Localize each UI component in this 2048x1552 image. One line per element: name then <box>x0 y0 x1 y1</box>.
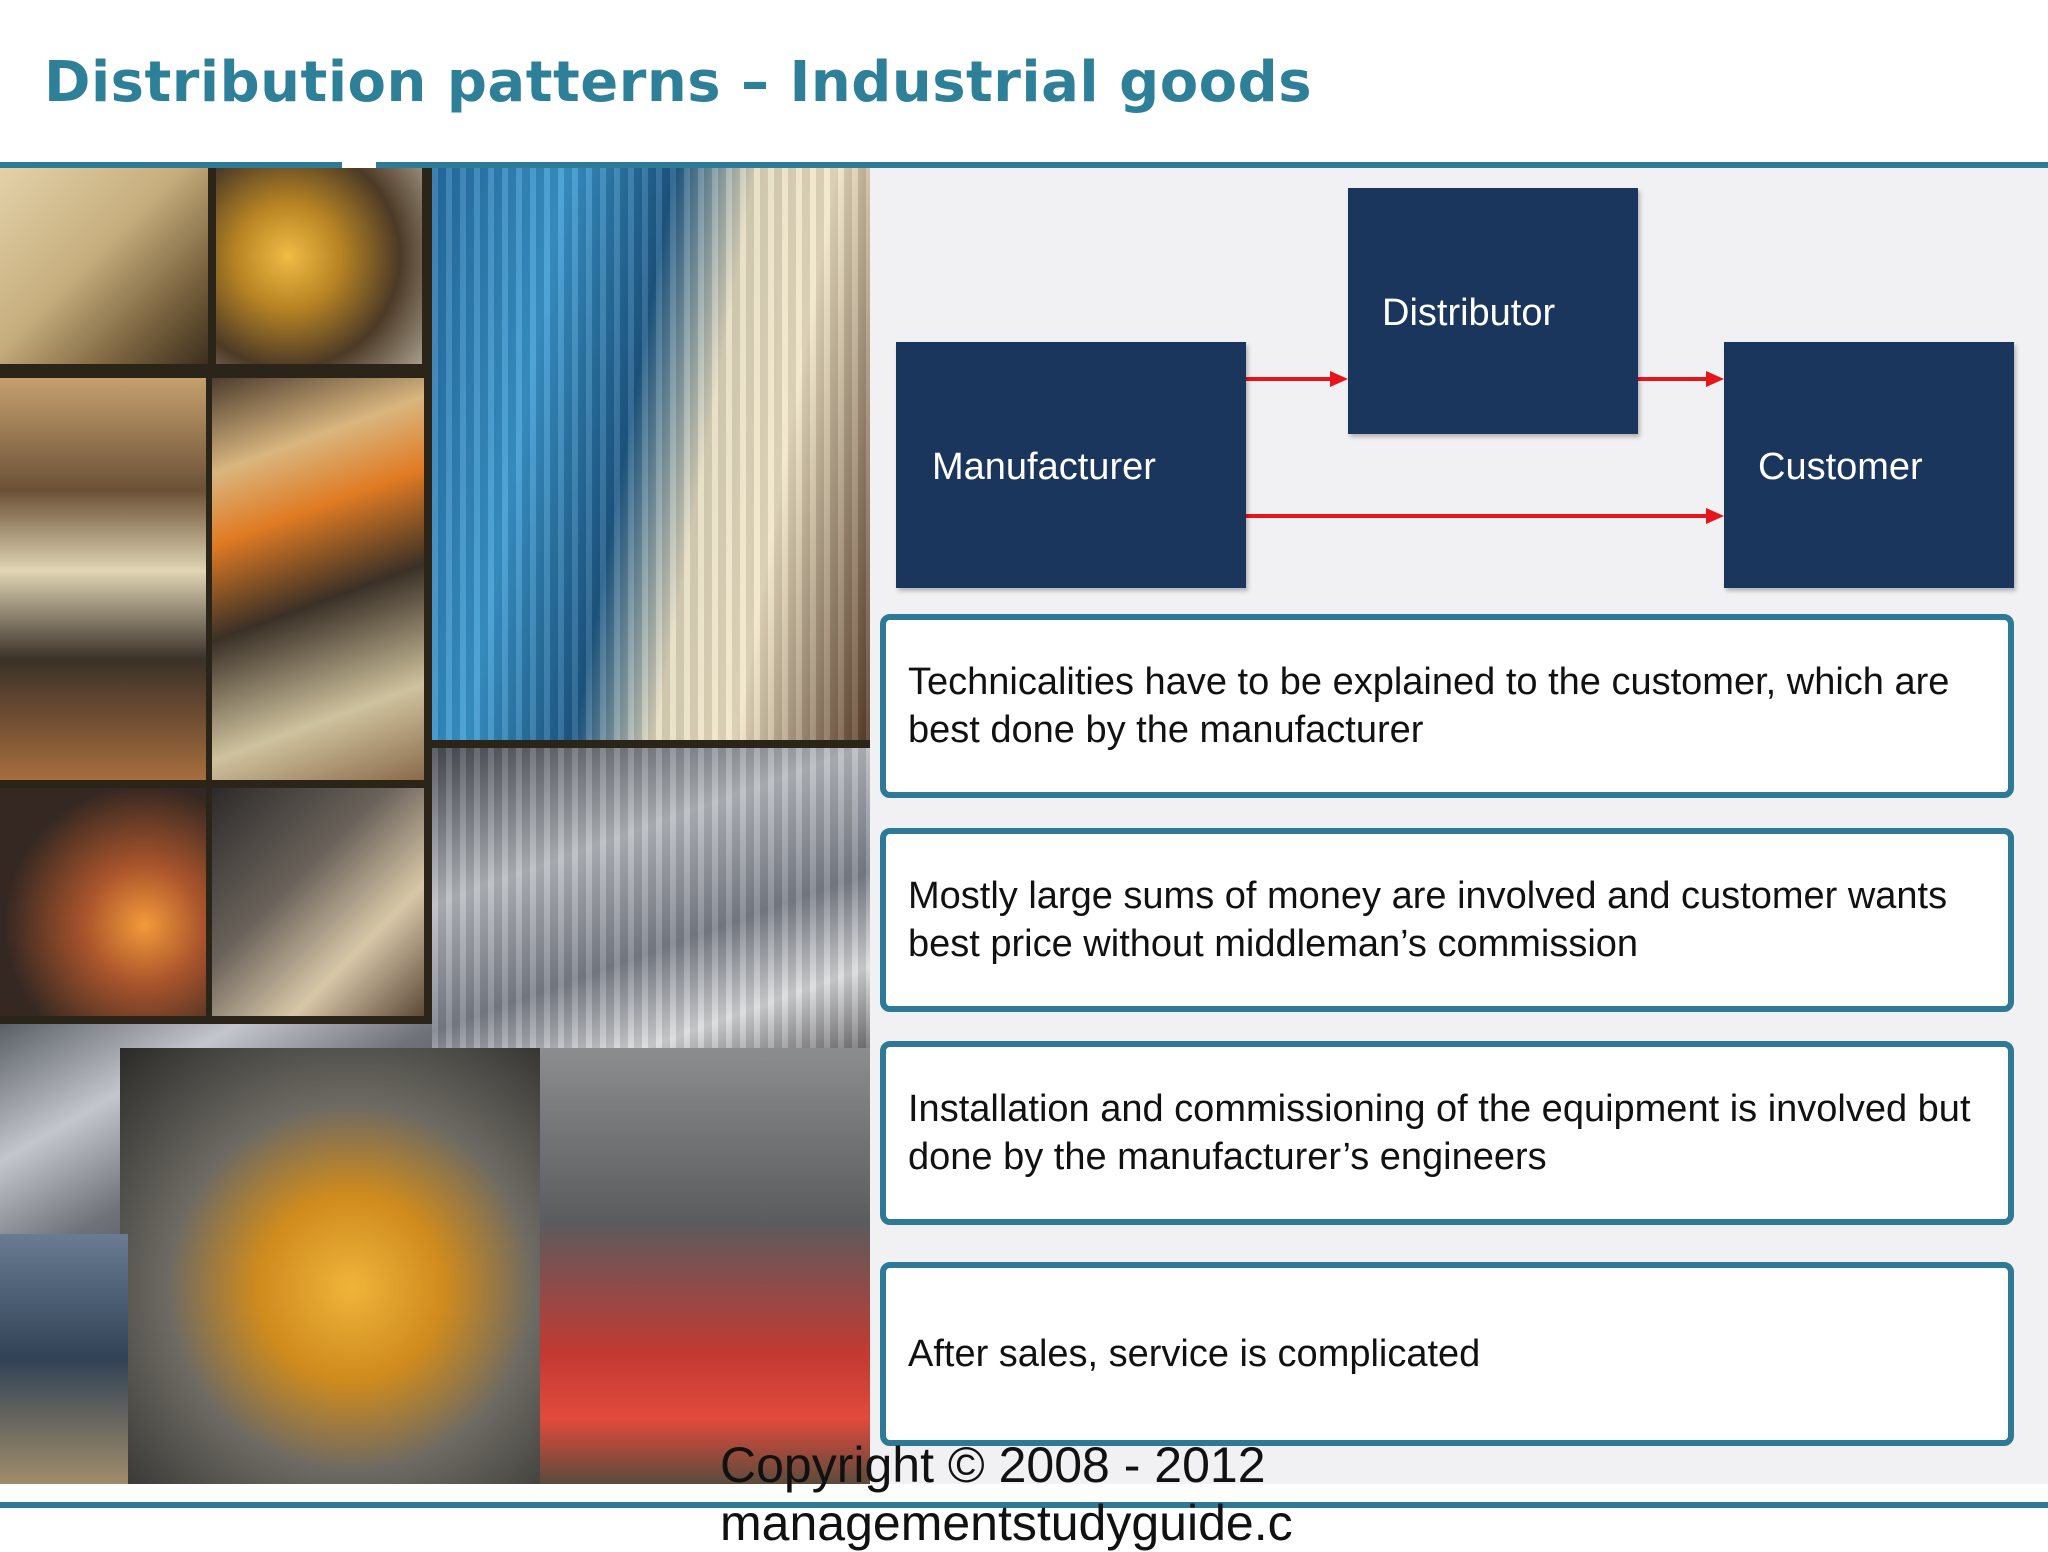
photo-machinery <box>216 168 422 364</box>
photo-yellow-valve <box>120 1048 540 1484</box>
point-box-after-sales: After sales, service is complicated <box>880 1262 2014 1446</box>
arrowhead-manufacturer-to-customer <box>1706 508 1724 524</box>
photo-workshop <box>212 378 424 780</box>
slide-title: Distribution patterns – Industrial goods <box>44 50 1313 115</box>
point-box-technicalities: Technicalities have to be explained to t… <box>880 614 2014 798</box>
copyright-notice: Copyright © 2008 - 2012 managementstudyg… <box>720 1437 1293 1551</box>
photo-tanks <box>0 168 208 364</box>
point-box-money: Mostly large sums of money are involved … <box>880 828 2014 1012</box>
node-customer-label: Customer <box>1758 446 1923 488</box>
node-manufacturer-label: Manufacturer <box>932 446 1156 488</box>
arrowhead-manufacturer-to-distributor <box>1330 371 1348 387</box>
photo-welding <box>0 788 206 1016</box>
photo-loom-worker <box>432 168 870 740</box>
photo-red-car <box>540 1048 870 1484</box>
point-text: Mostly large sums of money are involved … <box>908 875 1948 965</box>
node-distributor-label: Distributor <box>1382 292 1556 334</box>
point-box-installation: Installation and commissioning of the eq… <box>880 1041 2014 1225</box>
point-text: After sales, service is complicated <box>908 1333 1481 1375</box>
node-manufacturer: Manufacturer <box>896 342 1246 588</box>
photo-control-panel <box>212 788 424 1016</box>
title-rule-right <box>376 162 2048 168</box>
point-text: Installation and commissioning of the eq… <box>908 1088 1971 1178</box>
industrial-photo-collage <box>0 168 870 1484</box>
point-text: Technicalities have to be explained to t… <box>908 661 1950 751</box>
node-distributor: Distributor <box>1348 188 1638 434</box>
arrowhead-distributor-to-customer <box>1706 371 1724 387</box>
node-customer: Customer <box>1724 342 2014 588</box>
photo-operator <box>0 1234 128 1484</box>
photo-lab-worker <box>0 378 206 780</box>
title-rule-left <box>0 162 342 168</box>
footer-rule <box>0 1502 2048 1508</box>
